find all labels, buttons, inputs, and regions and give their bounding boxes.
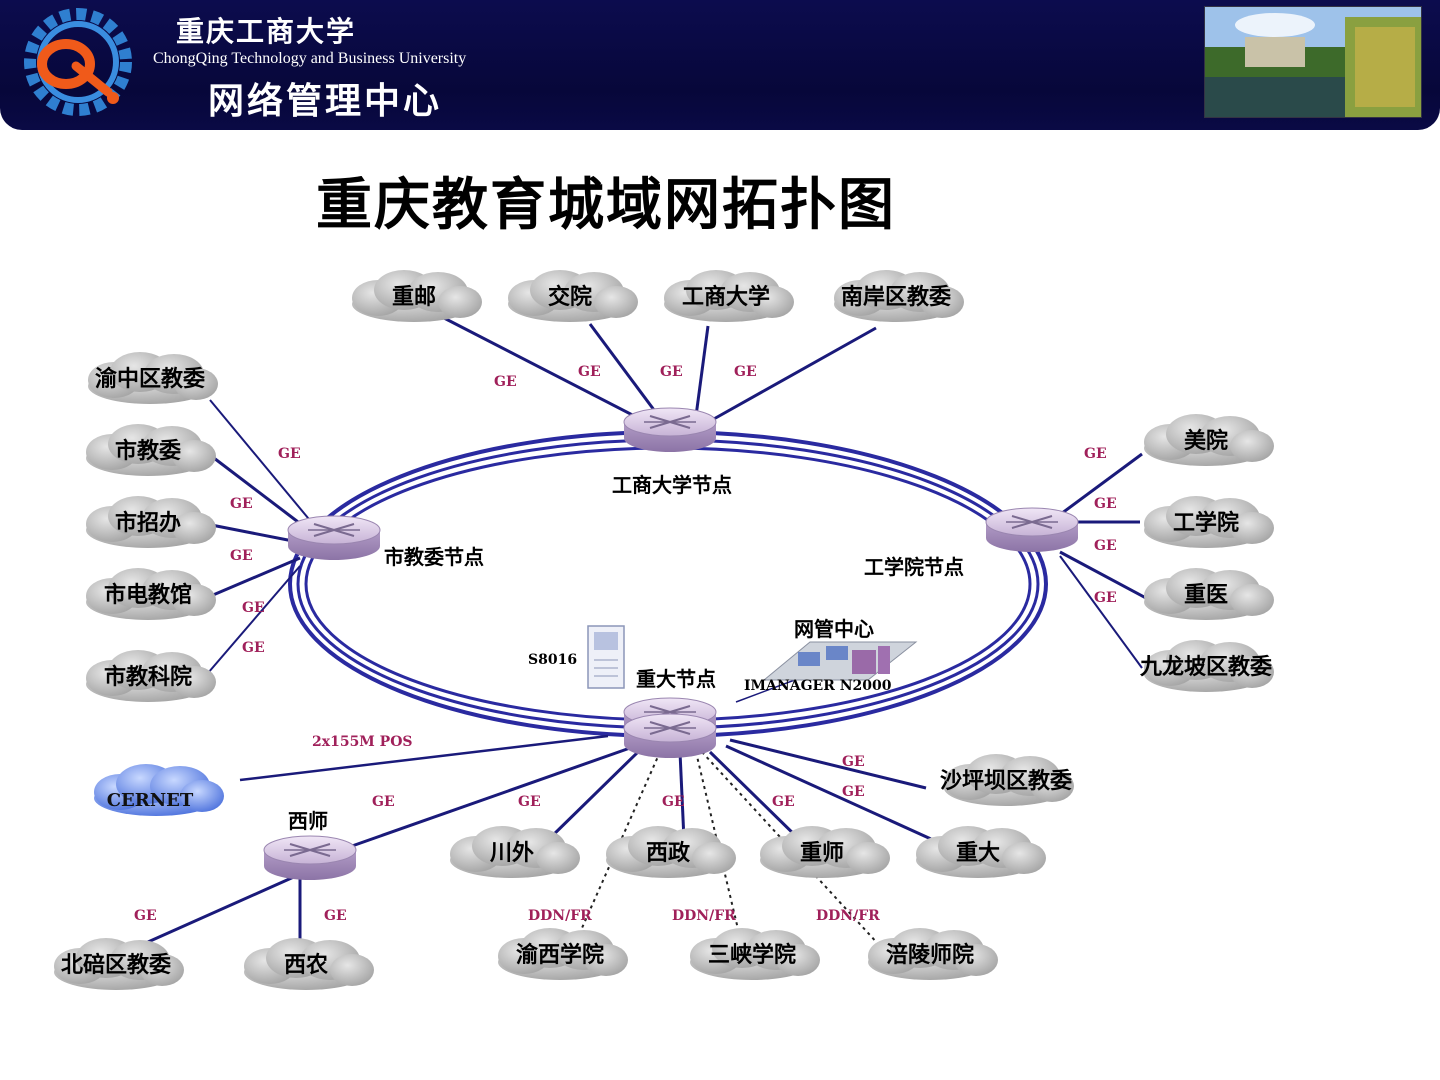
cloud-yuxi: 渝西学院 <box>498 928 628 980</box>
cloud-label-xizheng: 西政 <box>646 840 691 866</box>
cloud-sanxia: 三峡学院 <box>690 928 820 980</box>
cloud-label-chuanwai: 川外 <box>489 840 534 866</box>
ge-label: GE <box>662 794 685 810</box>
cloud-label-jiulongpo: 九龙坡区教委 <box>1139 654 1272 680</box>
ge-label: GE <box>518 794 541 810</box>
ge-label: GE <box>842 754 865 770</box>
router-chongda-node <box>623 697 717 759</box>
ge-label: GE <box>242 640 265 656</box>
university-name-cn: 重庆工商大学 <box>176 15 357 48</box>
ddn-label: DDN/FR <box>816 908 880 924</box>
ge-label: GE <box>1084 446 1107 462</box>
cloud-meiyuan: 美院 <box>1144 414 1274 466</box>
cloud-xinong: 西农 <box>244 938 374 990</box>
cloud-xizheng: 西政 <box>606 826 736 878</box>
ge-label: GE <box>772 794 795 810</box>
ddn-label: DDN/FR <box>672 908 736 924</box>
cloud-label-meiyuan: 美院 <box>1184 428 1228 454</box>
cloud-chuanwai: 川外 <box>450 826 580 878</box>
ge-label: GE <box>372 794 395 810</box>
cloud-shijiaowei: 市教委 <box>86 424 216 476</box>
cloud-cernet: CERNET <box>94 764 224 816</box>
cloud-shijiaoke: 市教科院 <box>86 650 216 702</box>
ge-label: GE <box>1094 538 1117 554</box>
cloud-label-yuzhong: 渝中区教委 <box>95 366 205 392</box>
ge-label: GE <box>734 364 757 380</box>
university-name-en: ChongQing Technology and Business Univer… <box>153 50 467 67</box>
ge-labels: GE GE GE GE GE GE GE GE GE GE GE GE GE G… <box>134 364 1117 924</box>
label-s8016: S8016 <box>528 652 577 668</box>
cloud-jiaoyuan: 交院 <box>508 270 638 322</box>
cloud-label-chongyi: 重医 <box>1184 583 1228 608</box>
label-wangguan: 网管中心 <box>794 617 874 641</box>
cloud-label-xinong: 西农 <box>284 952 328 978</box>
cloud-shapingba: 沙坪坝区教委 <box>940 754 1074 806</box>
cloud-label-fuling: 涪陵师院 <box>886 942 974 968</box>
cloud-chongda: 重大 <box>916 826 1046 878</box>
cloud-label-chongda: 重大 <box>956 841 1000 866</box>
cloud-label-jiaoyuan: 交院 <box>548 284 592 310</box>
department-name: 网络管理中心 <box>208 81 443 122</box>
cloud-label-beibei: 北碚区教委 <box>61 952 171 978</box>
cloud-chongyou: 重邮 <box>352 270 482 322</box>
cloud-label-gongxueyuan: 工学院 <box>1173 510 1239 536</box>
ge-label: GE <box>324 908 347 924</box>
ge-label: GE <box>578 364 601 380</box>
cloud-label-nanan: 南岸区教委 <box>841 284 951 310</box>
router-gongxueyuan-node <box>985 507 1079 553</box>
cloud-nanan: 南岸区教委 <box>834 270 964 322</box>
s8016-switch-icon <box>587 625 625 689</box>
ge-label: GE <box>230 548 253 564</box>
cloud-jiulongpo: 九龙坡区教委 <box>1139 640 1274 692</box>
router-gongshang-node <box>623 407 717 453</box>
cloud-label-shijiaoke: 市教科院 <box>104 664 192 690</box>
cloud-label-chongyou: 重邮 <box>392 285 436 310</box>
label-imanager: IMANAGER N2000 <box>744 678 892 694</box>
ge-label: GE <box>1094 496 1117 512</box>
ge-label: GE <box>494 374 517 390</box>
cloud-label-yuxi: 渝西学院 <box>516 942 604 968</box>
cloud-shidianjiao: 市电教馆 <box>86 568 216 620</box>
ge-label: GE <box>1094 590 1117 606</box>
label-xishi: 西师 <box>288 809 328 833</box>
router-shijiaowei-node <box>287 515 381 561</box>
cloud-beibei: 北碚区教委 <box>54 938 184 990</box>
ge-label: GE <box>242 600 265 616</box>
cloud-yuzhong: 渝中区教委 <box>88 352 218 404</box>
ge-links <box>129 316 1147 952</box>
label-shijiaowei-node: 市教委节点 <box>384 545 484 569</box>
network-management-center-icon <box>762 641 918 681</box>
ddn-label: DDN/FR <box>528 908 592 924</box>
header-banner: 重庆工商大学 ChongQing Technology and Business… <box>0 0 1440 130</box>
ge-label: GE <box>134 908 157 924</box>
cloud-shizhaoban: 市招办 <box>86 496 216 548</box>
label-gongxueyuan-node: 工学院节点 <box>864 555 964 579</box>
cloud-gongxueyuan: 工学院 <box>1144 496 1274 548</box>
cloud-label-shijiaowei: 市教委 <box>115 438 181 464</box>
ge-label: GE <box>842 784 865 800</box>
cloud-label-cernet: CERNET <box>107 790 194 811</box>
cloud-label-sanxia: 三峡学院 <box>708 942 796 968</box>
ge-label: GE <box>278 446 301 462</box>
university-logo-icon <box>24 8 132 116</box>
cloud-gongshang: 工商大学 <box>664 270 794 322</box>
label-gongshang-node: 工商大学节点 <box>612 473 732 497</box>
cloud-chongyi: 重医 <box>1144 568 1274 620</box>
ge-label: GE <box>230 496 253 512</box>
cloud-label-gongshang: 工商大学 <box>682 284 770 310</box>
campus-photo <box>1204 6 1422 118</box>
router-xishi <box>263 835 357 881</box>
cloud-label-shidianjiao: 市电教馆 <box>104 582 192 608</box>
cloud-label-chongshi: 重师 <box>800 840 844 866</box>
label-chongda-node: 重大节点 <box>636 667 716 691</box>
cloud-label-shizhaoban: 市招办 <box>115 510 181 536</box>
cloud-label-shapingba: 沙坪坝区教委 <box>940 768 1072 794</box>
page-title: 重庆教育城域网拓扑图 <box>316 173 896 238</box>
pos-label: 2x155M POS <box>312 734 413 750</box>
cloud-fuling: 涪陵师院 <box>868 928 998 980</box>
ge-label: GE <box>660 364 683 380</box>
cloud-chongshi: 重师 <box>760 826 890 878</box>
